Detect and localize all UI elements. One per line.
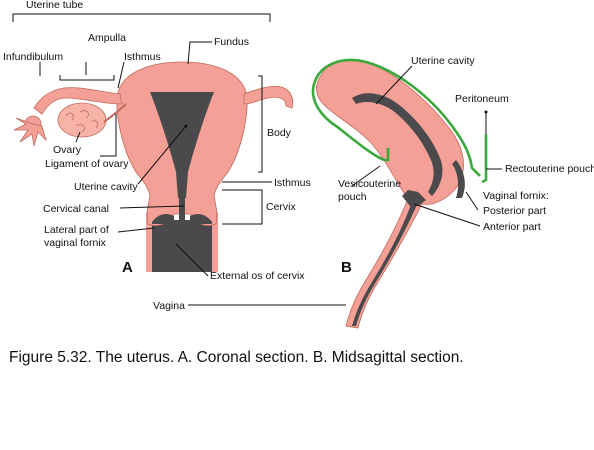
label-vagina: Vagina (153, 300, 185, 312)
panel-b-letter: B (341, 259, 352, 276)
uterus-figure: Uterine tube Ampulla Infundibulum Isthmu… (3, 0, 594, 329)
label-posterior-part: Posterior part (483, 205, 546, 217)
label-ligament-of-ovary: Ligament of ovary (45, 158, 129, 170)
label-cervical-canal: Cervical canal (43, 203, 109, 215)
label-vesicouterine-line2: pouch (338, 191, 367, 203)
label-anterior-part: Anterior part (483, 221, 541, 233)
label-uterine-cavity-a: Uterine cavity (74, 181, 138, 193)
uterine-tube-left (33, 87, 123, 115)
ligament-of-ovary (103, 103, 127, 123)
label-fundus: Fundus (214, 36, 249, 48)
uterine-cavity-sagittal (352, 93, 443, 196)
label-external-os: External os of cervix (210, 270, 305, 282)
panel-a-leader-lines (12, 13, 272, 277)
midsagittal-section-drawing (311, 58, 488, 329)
label-body: Body (267, 127, 292, 139)
figure-caption: Figure 5.32. The uterus. A. Coronal sect… (9, 349, 464, 366)
coronal-section-drawing (13, 61, 294, 272)
label-infundibulum: Infundibulum (3, 51, 63, 63)
label-vesicouterine-line1: Vesicouterine (338, 178, 401, 190)
label-lateral-fornix-line2: vaginal fornix (44, 237, 107, 249)
peritoneum (311, 58, 488, 184)
ovary (57, 102, 107, 138)
panel-a-letter: A (122, 259, 133, 276)
label-isthmus-tube: Isthmus (124, 51, 161, 63)
label-uterine-tube: Uterine tube (26, 0, 83, 11)
label-uterine-cavity-b: Uterine cavity (411, 55, 475, 67)
label-rectouterine-pouch: Rectouterine pouch (505, 163, 594, 175)
label-vaginal-fornix: Vaginal fornix: (483, 190, 549, 202)
label-cervix: Cervix (266, 201, 297, 213)
uterine-cavity-coronal (150, 92, 214, 198)
label-ampulla: Ampulla (88, 32, 126, 44)
uterus-body-sagittal (316, 59, 464, 205)
label-lateral-fornix-line1: Lateral part of (44, 224, 109, 236)
uterine-tube-right (243, 86, 294, 109)
label-isthmus: Isthmus (274, 177, 311, 189)
label-peritoneum: Peritoneum (455, 93, 509, 105)
infundibulum-fimbriae (13, 115, 47, 147)
vagina-coronal (152, 220, 212, 272)
panel-b-leader-lines (188, 65, 502, 306)
label-ovary: Ovary (53, 144, 82, 156)
